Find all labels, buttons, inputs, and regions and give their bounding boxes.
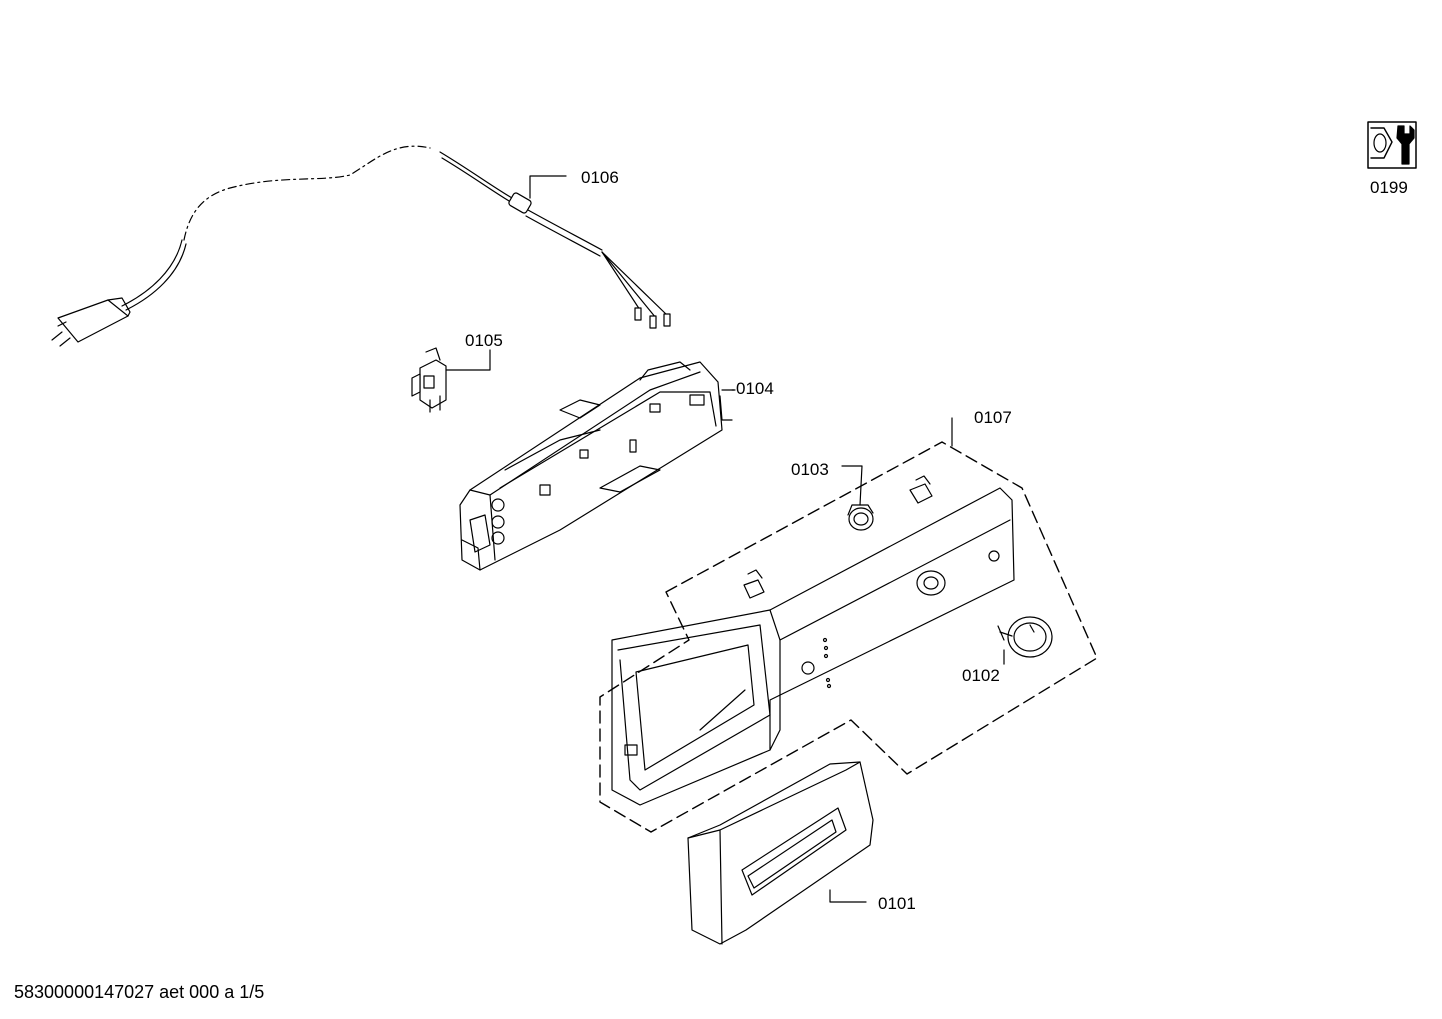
label-0104: 0104 <box>736 379 774 398</box>
power-cord-part[interactable] <box>51 145 671 347</box>
label-0106: 0106 <box>581 168 619 187</box>
suppressor-part[interactable] <box>411 347 491 413</box>
label-0107: 0107 <box>974 408 1012 427</box>
assembly-boundary <box>599 441 1098 833</box>
programme-knob-part[interactable] <box>997 616 1053 665</box>
wrench-nut-icon <box>1367 121 1417 169</box>
label-0199: 0199 <box>1370 178 1408 197</box>
document-reference: 58300000147027 aet 000 a 1/5 <box>14 982 265 1002</box>
drawer-handle-part[interactable] <box>687 761 874 945</box>
control-module-part[interactable] <box>459 361 736 571</box>
push-button-parts[interactable] <box>743 475 933 599</box>
knob-0103-part[interactable] <box>841 465 874 531</box>
label-0102: 0102 <box>962 666 1000 685</box>
control-fascia-part[interactable] <box>611 487 1015 806</box>
label-0103: 0103 <box>791 460 829 479</box>
label-0101: 0101 <box>878 894 916 913</box>
label-0105: 0105 <box>465 331 503 350</box>
